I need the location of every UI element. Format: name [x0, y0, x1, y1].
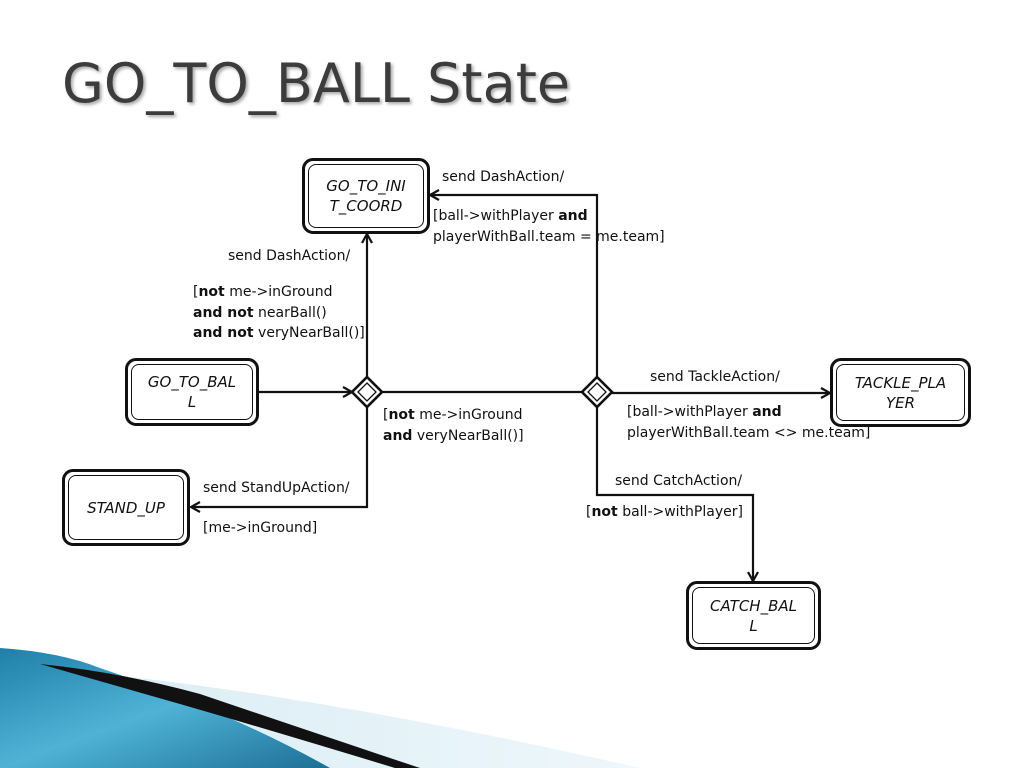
guard-text: me->inGround [224, 284, 333, 300]
guard-text: veryNearBall()] [412, 427, 524, 444]
transition-action-catch: send CatchAction/ [615, 473, 743, 489]
state-tackle-player-label: TACKLE_PLA YER [836, 364, 965, 421]
guard-text: nearBall() [253, 304, 327, 321]
state-go-to-init-coord: GO_TO_INI T_COORD [302, 158, 430, 234]
transition-guard-team-equal: [ball->withPlayer and playerWithBall.tea… [433, 206, 665, 247]
guard-keyword: and [558, 208, 588, 224]
transition-action-dash-left: send DashAction/ [228, 248, 351, 264]
choice-node-1 [350, 375, 384, 409]
guard-text: playerWithBall.team <> me.team] [627, 424, 871, 441]
transition-guard-team-different: [ball->withPlayer and playerWithBall.tea… [627, 402, 870, 443]
edge-choice1-to-standup [191, 406, 369, 507]
edge-choice2-to-init [430, 195, 599, 378]
state-go-to-ball: GO_TO_BAL L [125, 358, 259, 426]
choice-node-2 [580, 375, 614, 409]
guard-keyword: not [591, 504, 618, 520]
guard-keyword: and [383, 427, 413, 444]
transition-guard-very-near: [not me->inGround and veryNearBall()] [383, 405, 524, 446]
edge-choice2-to-catch [595, 407, 753, 581]
state-catch-ball: CATCH_BAL L [686, 581, 821, 650]
state-catch-ball-label: CATCH_BAL L [692, 587, 815, 644]
guard-text: [ [586, 504, 592, 520]
state-tackle-player: TACKLE_PLA YER [830, 358, 971, 427]
state-go-to-init-coord-label: GO_TO_INI T_COORD [308, 164, 424, 228]
guard-text: playerWithBall.team = me.team] [433, 228, 665, 245]
state-stand-up: STAND_UP [62, 469, 190, 546]
swoosh-blue-band [0, 648, 330, 768]
transition-guard-not-near: [not me->inGround and not nearBall() and… [193, 282, 365, 344]
guard-keyword: and [752, 404, 782, 420]
guard-keyword: and not [193, 325, 254, 341]
guard-text: [ball->withPlayer [627, 404, 753, 420]
guard-text: [ [383, 407, 389, 423]
transition-action-standup: send StandUpAction/ [203, 480, 350, 496]
guard-text: ball->withPlayer] [617, 504, 743, 520]
transition-guard-in-ground: [me->inGround] [203, 520, 318, 536]
guard-text: [ball->withPlayer [433, 208, 559, 224]
page-title: GO_TO_BALL State [62, 52, 571, 115]
guard-keyword: not [198, 284, 225, 300]
state-stand-up-label: STAND_UP [68, 475, 184, 540]
swoosh-black-stripe [40, 664, 420, 768]
transition-action-tackle: send TackleAction/ [650, 369, 780, 385]
guard-text: veryNearBall()] [253, 325, 365, 341]
guard-keyword: not [388, 407, 415, 423]
guard-keyword: and not [193, 304, 254, 321]
state-go-to-ball-label: GO_TO_BAL L [131, 364, 253, 420]
transition-guard-not-with-player: [not ball->withPlayer] [586, 502, 743, 523]
transition-action-dash-top: send DashAction/ [442, 169, 565, 185]
guard-text: me->inGround [414, 407, 523, 423]
guard-text: [ [193, 284, 199, 300]
